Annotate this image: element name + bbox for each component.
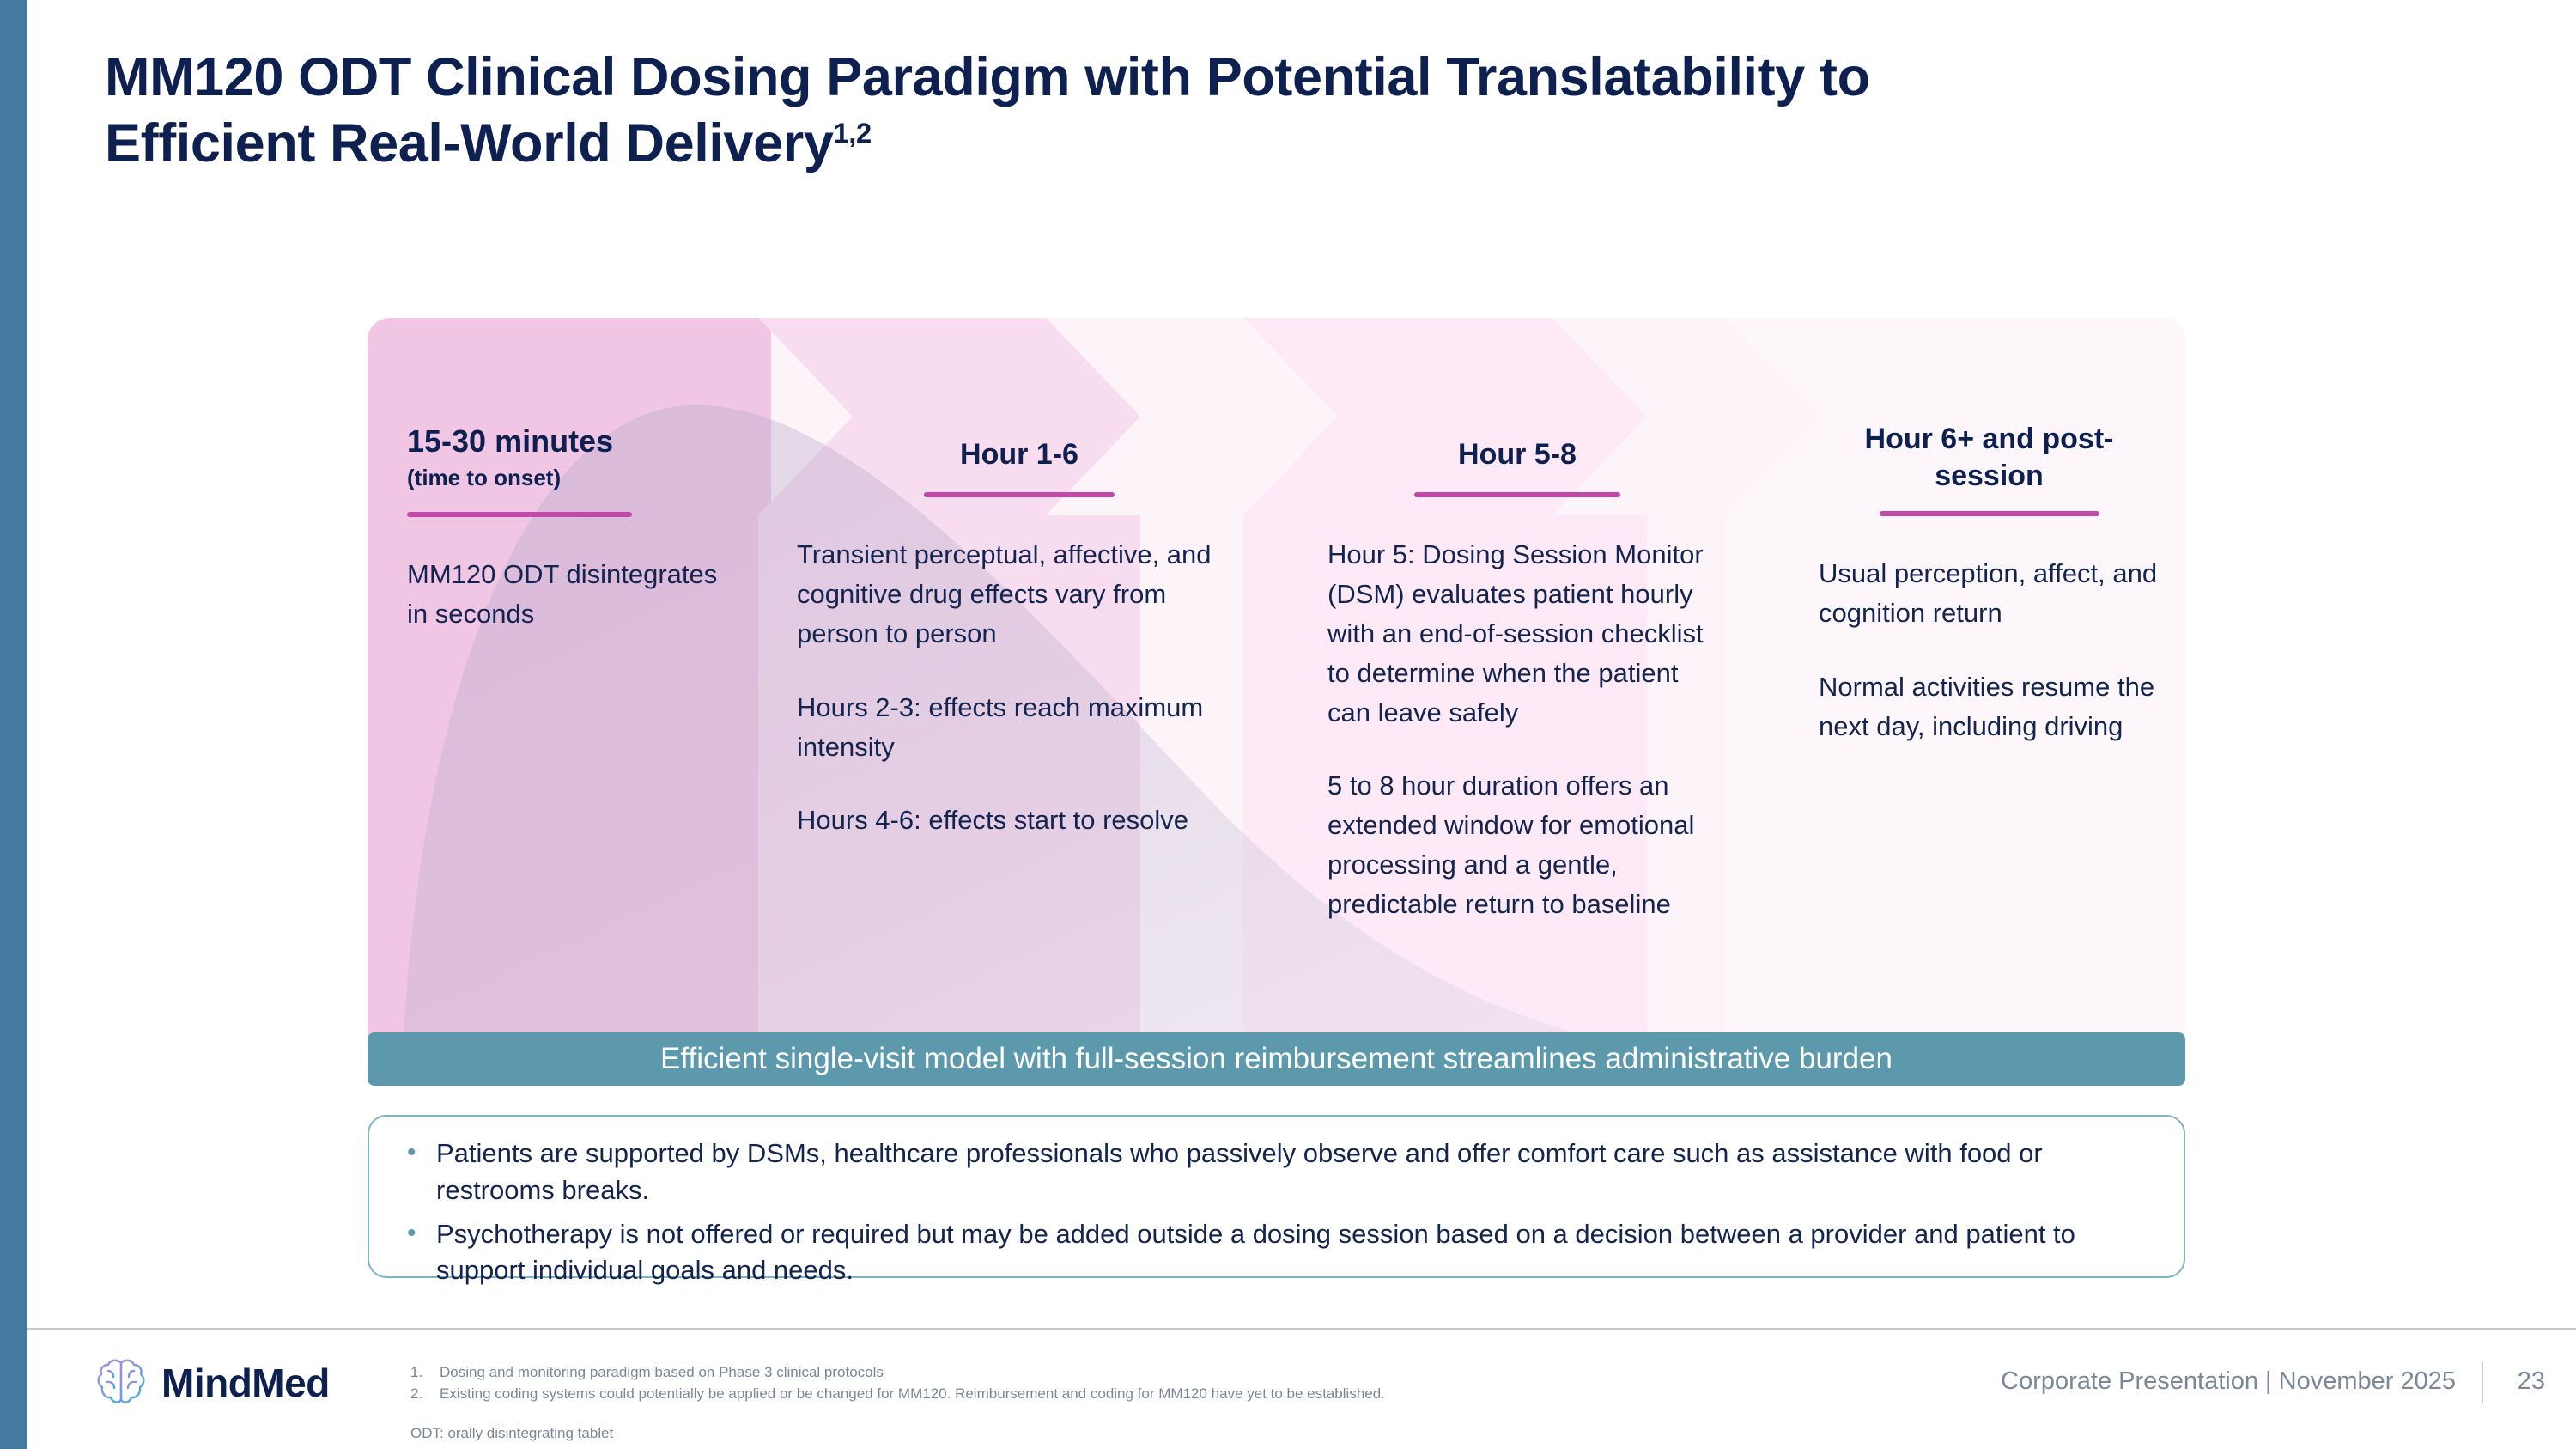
bullet-text-1: Patients are supported by DSMs, healthca… xyxy=(436,1138,2043,1205)
dosing-paradigm-diagram: 15-30 minutes (time to onset) MM120 ODT … xyxy=(368,318,2185,1065)
column-1-para-1: MM120 ODT disintegrates in seconds xyxy=(407,559,718,630)
page-number: 23 xyxy=(2517,1367,2545,1395)
column-2-rule xyxy=(924,492,1115,497)
column-2-para-3: Hours 4-6: effects start to resolve xyxy=(797,805,1189,836)
diagram-column-4: Hour 6+ and post-session Usual perceptio… xyxy=(1733,318,2185,1065)
notes-box: • Patients are supported by DSMs, health… xyxy=(368,1115,2185,1285)
column-3-para-2: 5 to 8 hour duration offers an extended … xyxy=(1327,770,1695,919)
list-item: • Patients are supported by DSMs, health… xyxy=(407,1135,2146,1209)
column-4-para-2: Normal activities resume the next day, i… xyxy=(1819,671,2155,741)
diagram-columns: 15-30 minutes (time to onset) MM120 ODT … xyxy=(368,318,2185,1065)
column-4-heading: Hour 6+ and post-session xyxy=(1864,423,2114,492)
bullet-marker: • xyxy=(407,1138,416,1166)
diagram-column-2: Hour 1-6 Transient perceptual, affective… xyxy=(771,318,1252,1065)
footnote-2-number: 2. xyxy=(410,1385,423,1402)
column-4-body: Usual perception, affect, and cognition … xyxy=(1819,554,2160,746)
column-2-body: Transient perceptual, affective, and cog… xyxy=(797,535,1242,840)
abbreviation-note: ODT: orally disintegrating tablet xyxy=(410,1425,614,1442)
diagram-column-3: Hour 5-8 Hour 5: Dosing Session Monitor … xyxy=(1252,318,1733,1065)
column-3-heading: Hour 5-8 xyxy=(1458,438,1577,471)
footnote-1: 1. Dosing and monitoring paradigm based … xyxy=(410,1362,1698,1384)
diagram-column-1: 15-30 minutes (time to onset) MM120 ODT … xyxy=(368,318,771,1065)
footer-divider xyxy=(27,1328,2576,1330)
column-1-rule xyxy=(407,512,632,518)
presentation-label: Corporate Presentation | November 2025 xyxy=(2001,1367,2456,1395)
column-2-para-1: Transient perceptual, affective, and cog… xyxy=(797,539,1212,648)
mindmed-logo: MindMed xyxy=(94,1355,330,1410)
left-accent-bar xyxy=(0,0,27,1449)
highlight-banner-text: Efficient single-visit model with full-s… xyxy=(660,1042,1893,1075)
footnote-1-text: Dosing and monitoring paradigm based on … xyxy=(440,1364,884,1380)
column-3-rule xyxy=(1414,492,1620,497)
page-title: MM120 ODT Clinical Dosing Paradigm with … xyxy=(105,45,2423,177)
list-item: • Psychotherapy is not offered or requir… xyxy=(407,1216,2146,1290)
footnotes: 1. Dosing and monitoring paradigm based … xyxy=(410,1362,1698,1445)
logo-text: MindMed xyxy=(161,1361,330,1405)
title-superscript: 1,2 xyxy=(833,116,872,149)
title-line-2: Efficient Real-World Delivery xyxy=(105,113,834,174)
footnote-1-number: 1. xyxy=(410,1364,423,1380)
footer-vertical-divider xyxy=(2482,1362,2483,1403)
footnote-2-text: Existing coding systems could potentiall… xyxy=(440,1385,1385,1402)
brain-icon xyxy=(97,1359,145,1403)
column-1-heading: 15-30 minutes xyxy=(407,423,614,459)
highlight-banner: Efficient single-visit model with full-s… xyxy=(368,1032,2185,1086)
footnote-2: 2. Existing coding systems could potenti… xyxy=(410,1384,1698,1405)
column-2-para-2: Hours 2-3: effects reach maximum intensi… xyxy=(797,691,1204,762)
bullet-text-2: Psychotherapy is not offered or required… xyxy=(436,1218,2075,1286)
column-4-rule xyxy=(1879,511,2099,516)
column-3-para-1: Hour 5: Dosing Session Monitor (DSM) eva… xyxy=(1327,539,1704,728)
column-3-body: Hour 5: Dosing Session Monitor (DSM) eva… xyxy=(1327,535,1707,924)
column-1-body: MM120 ODT disintegrates in seconds xyxy=(407,555,732,634)
column-4-para-1: Usual perception, affect, and cognition … xyxy=(1819,558,2158,628)
column-2-heading: Hour 1-6 xyxy=(960,438,1078,471)
bullet-marker: • xyxy=(407,1218,416,1247)
column-1-subheading: (time to onset) xyxy=(407,465,562,491)
title-line-1: MM120 ODT Clinical Dosing Paradigm with … xyxy=(105,47,1870,107)
title-text: MM120 ODT Clinical Dosing Paradigm with … xyxy=(105,45,2423,177)
